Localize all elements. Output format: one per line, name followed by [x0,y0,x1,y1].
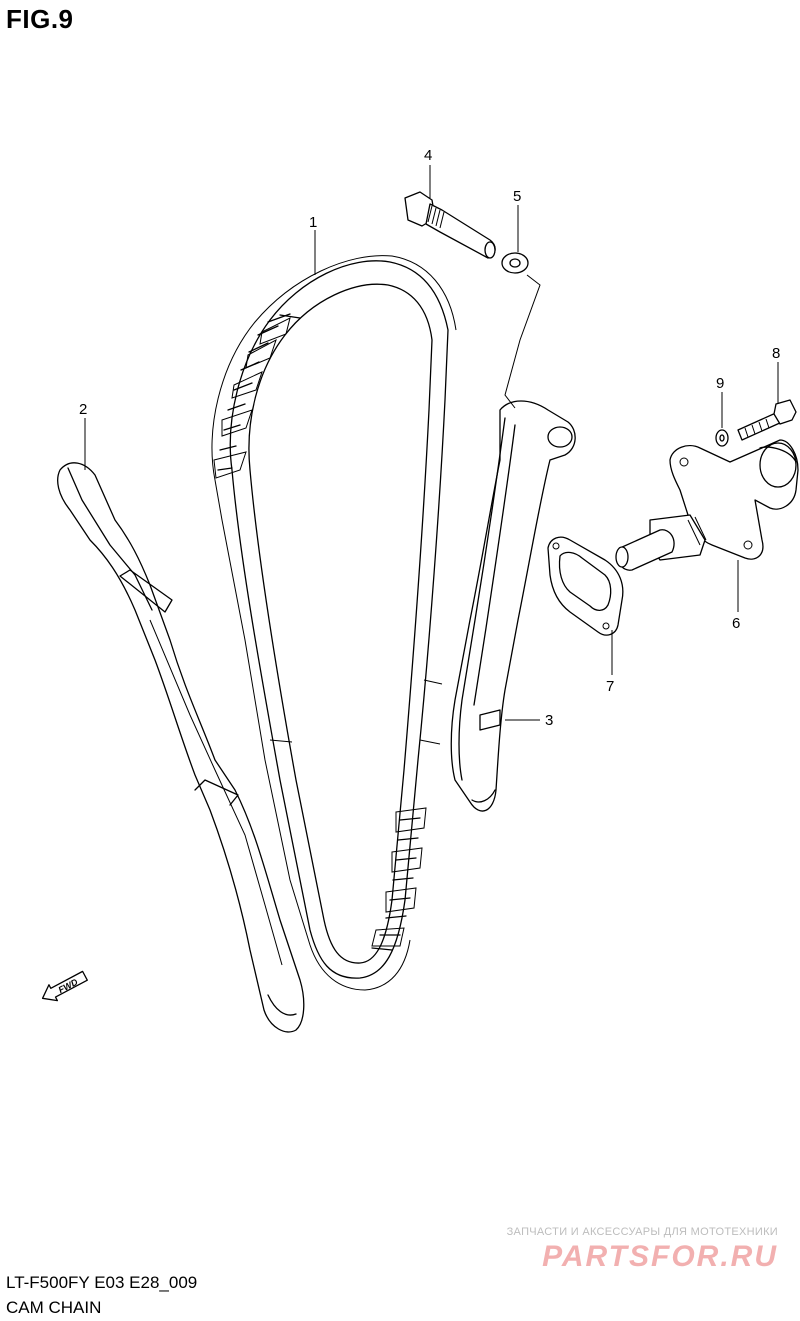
diagram-name: CAM CHAIN [6,1298,102,1317]
part-8-tensioner-bolt[interactable] [737,399,797,441]
part-6-cam-chain-tensioner[interactable] [615,439,799,571]
callout-2: 2 [79,401,87,418]
watermark-logo: PARTSFOR.RU [542,1240,778,1273]
callout-5: 5 [513,188,521,205]
part-5-washer[interactable] [501,252,529,274]
diagram-code: LT-F500FY E03 E28_009 [6,1273,198,1292]
callout-6: 6 [732,615,740,632]
callout-3: 3 [545,712,553,729]
callout-7: 7 [606,678,614,695]
figure-title: FIG.9 [6,4,74,34]
part-1-cam-chain[interactable] [211,255,457,991]
callout-8: 8 [772,345,780,362]
callout-leaders [84,165,779,721]
callout-4: 4 [424,147,432,164]
callout-labels: 1 2 3 4 5 6 7 8 9 [79,147,780,729]
part-2-chain-guide-front[interactable] [57,462,305,1033]
part-4-guide-bolt[interactable] [404,191,496,259]
callout-9: 9 [716,375,724,392]
part-9-washer[interactable] [715,429,729,447]
callout-1: 1 [309,214,317,231]
part-3-chain-guide-tensioner[interactable] [450,400,576,812]
watermark-tagline: ЗАПЧАСТИ И АКСЕССУАРЫ ДЛЯ МОТОТЕХНИКИ [506,1226,778,1238]
forward-arrow-icon: FWD [41,970,88,1002]
part-7-tensioner-gasket[interactable] [547,536,624,636]
